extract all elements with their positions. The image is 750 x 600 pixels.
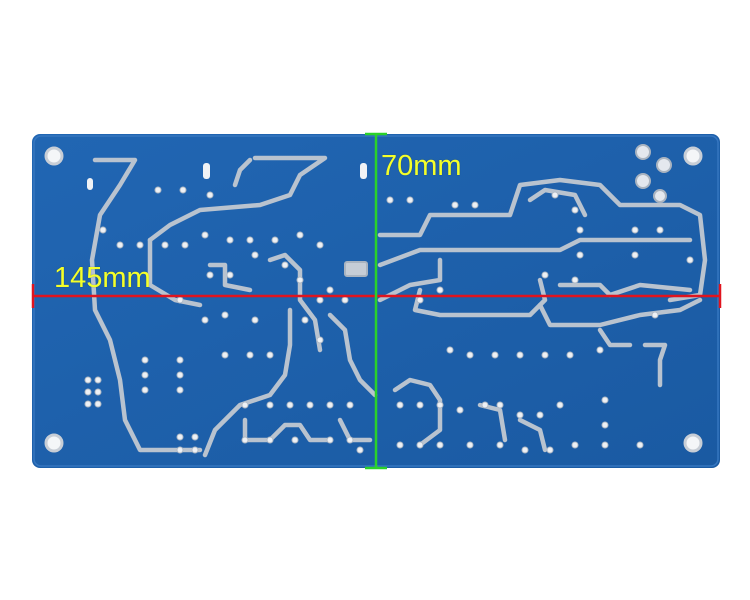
mounting-holes <box>44 146 703 453</box>
pcb-slots <box>87 163 367 190</box>
height-label: 70mm <box>381 150 462 182</box>
pcb-traces <box>89 155 708 458</box>
height-dimension-line <box>365 132 387 470</box>
pcb-large-pads <box>344 144 672 277</box>
width-label: 145mm <box>54 262 151 294</box>
pcb-solder-pads <box>84 186 694 454</box>
